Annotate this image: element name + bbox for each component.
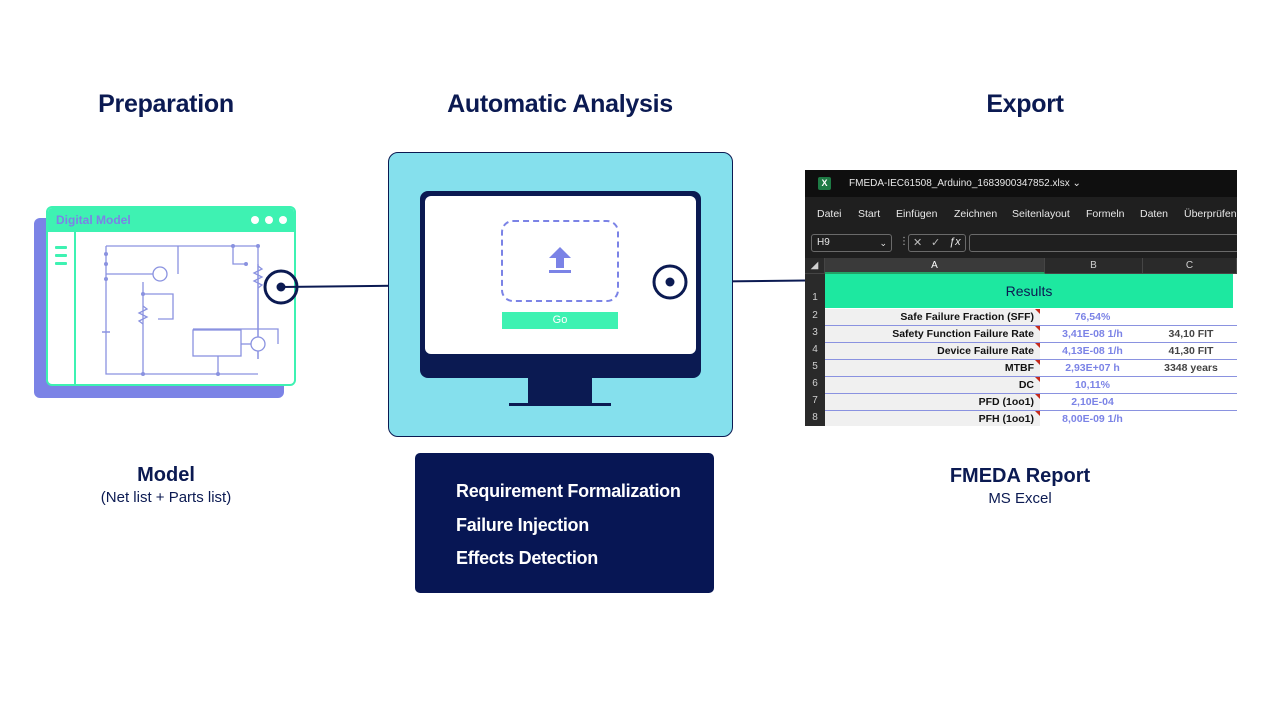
- row-header[interactable]: 6: [812, 378, 818, 389]
- ribbon-tab[interactable]: Datei: [817, 208, 842, 220]
- row-header[interactable]: 8: [812, 412, 818, 423]
- metric-label: Safety Function Failure Rate: [825, 326, 1040, 342]
- model-titlebar: Digital Model: [48, 208, 294, 232]
- row-header[interactable]: 5: [812, 361, 818, 372]
- metric-value: 4,13E-08 1/h: [1062, 345, 1123, 357]
- ribbon-tab[interactable]: Seitenlayout: [1012, 208, 1070, 220]
- metric-value: 2,93E+07 h: [1065, 362, 1120, 374]
- metric-value: 2,10E-04: [1071, 396, 1114, 408]
- preparation-heading: Preparation: [98, 90, 234, 118]
- ribbon-tab[interactable]: Start: [858, 208, 881, 220]
- row-header[interactable]: 4: [812, 344, 818, 355]
- excel-logo-icon: X: [818, 177, 831, 190]
- window-dot-icon: [251, 216, 259, 224]
- metric-value: 76,54%: [1074, 311, 1111, 323]
- excel-titlebar: X FMEDA-IEC61508_Arduino_1683900347852.x…: [805, 170, 1237, 197]
- metric-label: PFD (1oo1): [825, 394, 1040, 410]
- fmeda-report-caption-subtitle: MS Excel: [988, 490, 1052, 507]
- metric-label: Safe Failure Fraction (SFF): [825, 309, 1040, 325]
- formula-input[interactable]: [969, 234, 1237, 252]
- table-row[interactable]: PFH (1oo1) 8,00E-09 1/h: [825, 411, 1237, 426]
- model-caption-subtitle: (Net list + Parts list): [100, 489, 232, 506]
- upload-arrow-icon: [549, 247, 571, 273]
- results-header-cell[interactable]: Results: [825, 274, 1233, 308]
- excel-window: X FMEDA-IEC61508_Arduino_1683900347852.x…: [805, 170, 1237, 426]
- more-options-icon: ⋮: [899, 236, 909, 247]
- metric-extra: [1145, 309, 1237, 325]
- table-row[interactable]: DC 10,11%: [825, 377, 1237, 394]
- table-row[interactable]: PFD (1oo1) 2,10E-04: [825, 394, 1237, 411]
- fmeda-report-caption-title: FMEDA Report: [949, 465, 1091, 487]
- row-header[interactable]: 1: [812, 292, 818, 303]
- ribbon-tab[interactable]: Einfügen: [896, 208, 938, 220]
- go-button[interactable]: Go: [502, 312, 618, 329]
- metric-value: 10,11%: [1074, 379, 1111, 391]
- name-box[interactable]: H9⌄: [811, 234, 892, 252]
- step-requirement-formalization: Requirement Formalization: [456, 481, 681, 501]
- metric-extra: [1145, 394, 1237, 410]
- cancel-icon[interactable]: ✕: [913, 237, 923, 249]
- ribbon-tab[interactable]: Zeichnen: [954, 208, 998, 220]
- metric-extra: [1145, 377, 1237, 393]
- connector-port-icon: [263, 269, 299, 305]
- step-effects-detection: Effects Detection: [456, 548, 598, 568]
- table-row[interactable]: Safe Failure Fraction (SFF) 76,54%: [825, 309, 1237, 326]
- connector-dot-icon: [276, 282, 286, 292]
- metric-label: MTBF: [825, 360, 1040, 376]
- select-all-corner[interactable]: ◢: [805, 258, 825, 274]
- monitor-stand: [528, 378, 592, 404]
- model-sidebar-divider: [74, 232, 76, 384]
- metric-value: 3,41E-08 1/h: [1062, 328, 1123, 340]
- column-header-a[interactable]: A: [825, 258, 1045, 274]
- confirm-icon[interactable]: ✓: [931, 237, 941, 249]
- automatic-analysis-heading: Automatic Analysis: [447, 90, 673, 118]
- model-window-title: Digital Model: [56, 213, 131, 227]
- excel-filename[interactable]: FMEDA-IEC61508_Arduino_1683900347852.xls…: [849, 178, 1081, 189]
- spreadsheet-grid: Results Safe Failure Fraction (SFF) 76,5…: [825, 274, 1237, 426]
- row-header[interactable]: 2: [812, 310, 818, 321]
- export-heading: Export: [986, 90, 1064, 118]
- metric-value: 8,00E-09 1/h: [1062, 413, 1123, 425]
- row-headers: 1 2 3 4 5 6 7 8: [805, 274, 825, 426]
- metric-extra: 3348 years: [1164, 362, 1218, 374]
- model-caption-title: Model: [137, 464, 195, 486]
- function-icon[interactable]: ƒx: [949, 236, 961, 248]
- row-header[interactable]: 3: [812, 327, 818, 338]
- formula-bar: H9⌄ ⋮ ✕ ✓ ƒx: [805, 232, 1237, 254]
- table-row[interactable]: Safety Function Failure Rate 3,41E-08 1/…: [825, 326, 1237, 343]
- metric-extra: [1145, 411, 1237, 426]
- hamburger-menu-icon: [55, 262, 67, 265]
- column-headers: ◢ A B C: [805, 258, 1237, 274]
- step-failure-injection: Failure Injection: [456, 515, 589, 535]
- ribbon-tab[interactable]: Überprüfen: [1184, 208, 1237, 220]
- window-dot-icon: [265, 216, 273, 224]
- ribbon-tab[interactable]: Formeln: [1086, 208, 1125, 220]
- circuit-schematic-icon: [102, 244, 279, 376]
- metric-label: Device Failure Rate: [825, 343, 1040, 359]
- metric-label: PFH (1oo1): [825, 411, 1040, 426]
- column-header-b[interactable]: B: [1045, 258, 1143, 274]
- chevron-down-icon: ⌄: [879, 238, 887, 248]
- excel-ribbon-tabs: Datei Start Einfügen Zeichnen Seitenlayo…: [805, 205, 1237, 225]
- hamburger-menu-icon: [55, 246, 67, 249]
- table-row[interactable]: Device Failure Rate 4,13E-08 1/h 41,30 F…: [825, 343, 1237, 360]
- column-header-c[interactable]: C: [1143, 258, 1237, 274]
- metric-extra: 41,30 FIT: [1168, 345, 1214, 357]
- table-row[interactable]: MTBF 2,93E+07 h 3348 years: [825, 360, 1237, 377]
- formula-controls: ✕ ✓ ƒx: [908, 234, 966, 252]
- monitor-base: [509, 403, 611, 406]
- window-dot-icon: [279, 216, 287, 224]
- ribbon-tab[interactable]: Daten: [1140, 208, 1169, 220]
- row-header[interactable]: 7: [812, 395, 818, 406]
- metric-extra: 34,10 FIT: [1168, 328, 1214, 340]
- upload-dropzone[interactable]: [501, 220, 619, 302]
- chevron-down-icon: ⌄: [1072, 178, 1081, 189]
- metric-label: DC: [825, 377, 1040, 393]
- digital-model-window: Digital Model: [46, 206, 296, 386]
- analysis-steps-box: Requirement Formalization Failure Inject…: [415, 453, 714, 593]
- hamburger-menu-icon: [55, 254, 67, 257]
